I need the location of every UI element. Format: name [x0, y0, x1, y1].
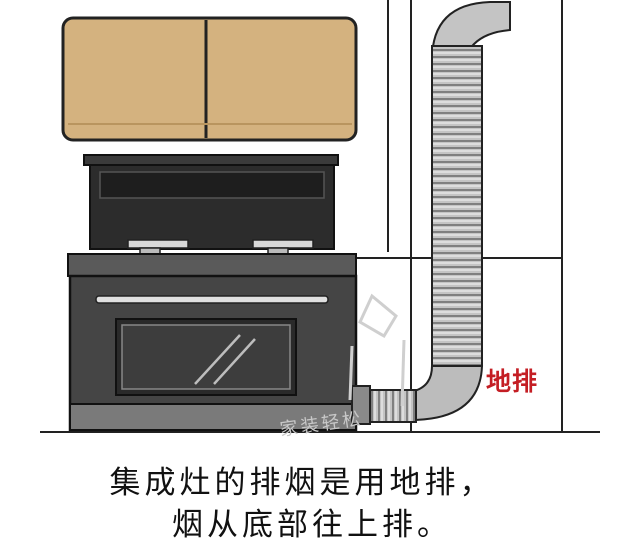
watermark-logo — [348, 293, 406, 407]
floor-exhaust-label: 地排 — [486, 367, 539, 396]
wall-cabinet — [61, 16, 358, 142]
exhaust-duct — [351, 0, 511, 425]
oven-window — [115, 318, 297, 396]
caption-line-2: 烟从底部往上排。 — [172, 507, 452, 543]
integrated-stove — [67, 154, 358, 432]
room-lines — [40, 0, 600, 433]
caption-line-1: 集成灶的排烟是用地排， — [109, 465, 495, 501]
